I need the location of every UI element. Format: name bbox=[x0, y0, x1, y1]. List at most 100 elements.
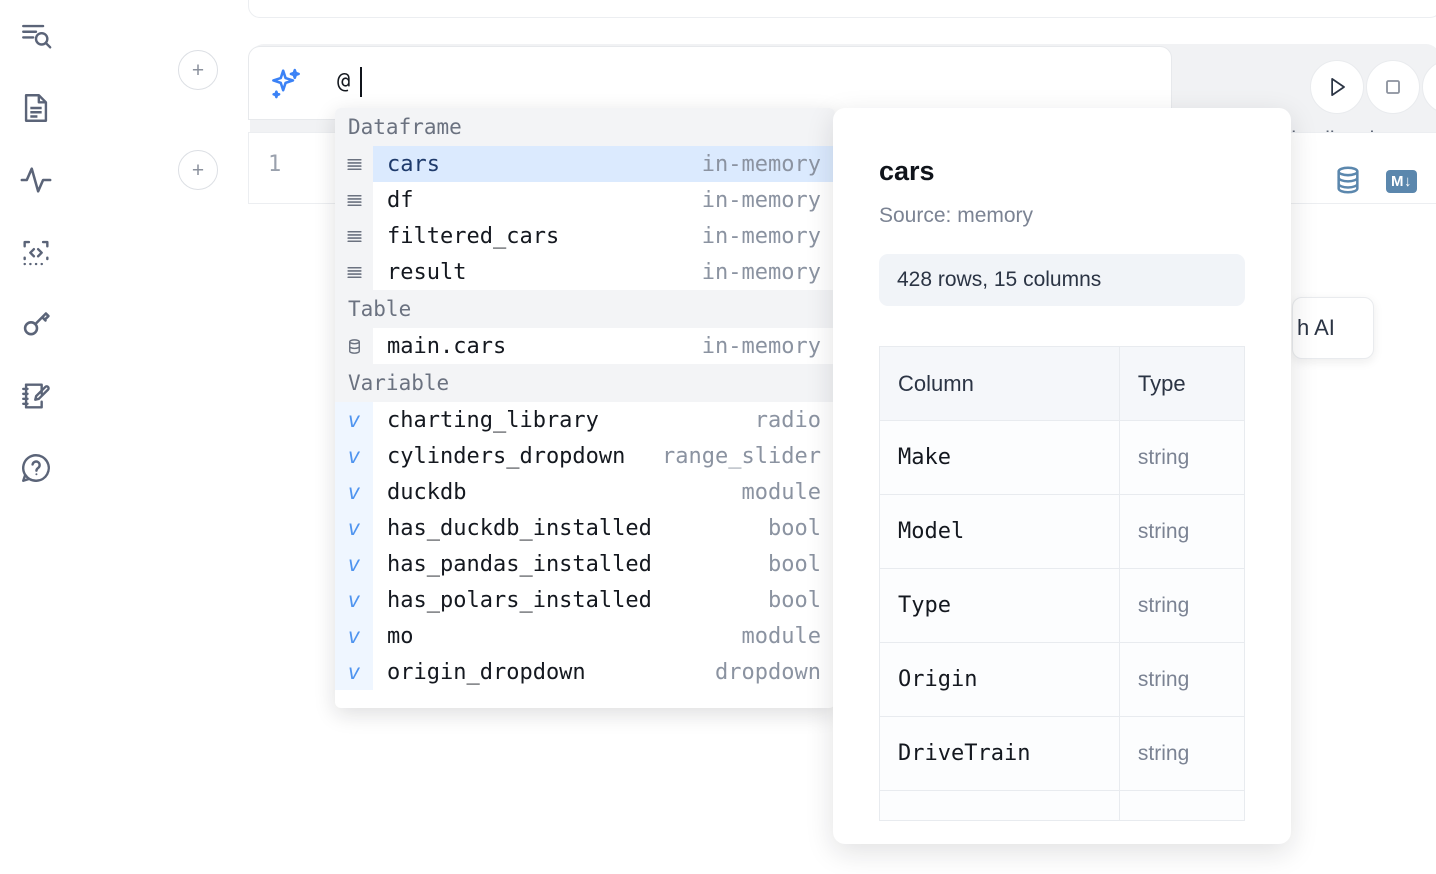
autocomplete-item-type: bool bbox=[768, 515, 821, 541]
autocomplete-item-name: has_pandas_installed bbox=[387, 551, 652, 577]
detail-column-name: DriveTrain bbox=[879, 716, 1120, 791]
autocomplete-item[interactable]: result in-memory bbox=[335, 254, 835, 290]
autocomplete-item-name: duckdb bbox=[387, 479, 467, 505]
ai-prompt-input[interactable]: @ bbox=[337, 69, 351, 94]
ai-action-tooltip[interactable]: h AI bbox=[1292, 297, 1374, 359]
autocomplete-item[interactable]: main.cars in-memory bbox=[335, 328, 835, 364]
autocomplete-item-type: module bbox=[741, 623, 821, 649]
detail-column-name: Make bbox=[879, 420, 1120, 495]
dataframe-icon bbox=[335, 218, 373, 254]
add-cell-above-button[interactable]: + bbox=[178, 50, 218, 90]
dataframe-detail-popover: cars Source: memory 428 rows, 15 columns… bbox=[833, 108, 1291, 844]
line-number: 1 bbox=[268, 152, 282, 177]
ai-sparkle-icon bbox=[269, 67, 303, 101]
autocomplete-item[interactable]: v cylinders_dropdown range_slider bbox=[335, 438, 835, 474]
autocomplete-item-name: cylinders_dropdown bbox=[387, 443, 626, 469]
variable-icon: v bbox=[335, 402, 373, 438]
detail-column-name: Origin bbox=[879, 642, 1120, 717]
autocomplete-item-type: bool bbox=[768, 587, 821, 613]
variable-icon: v bbox=[335, 510, 373, 546]
variable-icon: v bbox=[335, 654, 373, 690]
dataframe-icon bbox=[335, 146, 373, 182]
autocomplete-item-name: has_polars_installed bbox=[387, 587, 652, 613]
autocomplete-item-name: result bbox=[387, 259, 467, 285]
autocomplete-item-name: has_duckdb_installed bbox=[387, 515, 652, 541]
stop-button[interactable] bbox=[1366, 60, 1420, 114]
autocomplete-item-name: cars bbox=[387, 151, 440, 177]
autocomplete-item[interactable]: v has_pandas_installed bool bbox=[335, 546, 835, 582]
notebook-document-icon[interactable] bbox=[14, 86, 58, 130]
help-question-icon[interactable] bbox=[14, 446, 58, 490]
detail-column-name: Model bbox=[879, 494, 1120, 569]
autocomplete-section-header: Table bbox=[335, 290, 835, 328]
variable-icon: v bbox=[335, 438, 373, 474]
code-snippets-icon[interactable] bbox=[14, 230, 58, 274]
ai-prompt-bar[interactable]: @ bbox=[248, 46, 1172, 120]
variable-icon: v bbox=[335, 618, 373, 654]
secrets-key-icon[interactable] bbox=[14, 302, 58, 346]
autocomplete-item-type: in-memory bbox=[701, 259, 821, 285]
detail-shape-badge: 428 rows, 15 columns bbox=[879, 254, 1245, 306]
table-database-icon bbox=[335, 328, 373, 364]
table-header-row: Column Type bbox=[879, 346, 1246, 421]
autocomplete-item[interactable]: v has_duckdb_installed bool bbox=[335, 510, 835, 546]
prompt-toolbar bbox=[1172, 46, 1436, 120]
column-header-column: Column bbox=[879, 346, 1120, 421]
autocomplete-item[interactable]: df in-memory bbox=[335, 182, 835, 218]
variable-icon: v bbox=[335, 582, 373, 618]
autocomplete-item-type: in-memory bbox=[701, 187, 821, 213]
detail-source: Source: memory bbox=[879, 204, 1034, 227]
dataframe-icon bbox=[335, 254, 373, 290]
add-cell-below-button[interactable]: + bbox=[178, 150, 218, 190]
variable-icon: v bbox=[335, 474, 373, 510]
detail-column-type: string bbox=[1118, 568, 1246, 643]
database-icon[interactable] bbox=[1332, 164, 1364, 201]
table-row-clipped bbox=[879, 790, 1246, 821]
dataframe-icon bbox=[335, 182, 373, 218]
file-explorer-search-icon[interactable] bbox=[14, 14, 58, 58]
autocomplete-item-name: origin_dropdown bbox=[387, 659, 586, 685]
autocomplete-item-name: filtered_cars bbox=[387, 223, 560, 249]
autocomplete-item[interactable]: filtered_cars in-memory bbox=[335, 218, 835, 254]
activity-pulse-icon[interactable] bbox=[14, 158, 58, 202]
autocomplete-item-type: in-memory bbox=[701, 333, 821, 359]
autocomplete-item[interactable]: cars in-memory bbox=[335, 146, 835, 182]
autocomplete-item-name: charting_library bbox=[387, 407, 599, 433]
variable-icon: v bbox=[335, 546, 373, 582]
autocomplete-item[interactable]: v has_polars_installed bool bbox=[335, 582, 835, 618]
autocomplete-item-name: main.cars bbox=[387, 333, 507, 359]
autocomplete-item-name: df bbox=[387, 187, 414, 213]
sidebar-rail bbox=[0, 0, 72, 874]
run-button[interactable] bbox=[1310, 60, 1364, 114]
autocomplete-item-type: in-memory bbox=[701, 223, 821, 249]
autocomplete-item-type: in-memory bbox=[701, 151, 821, 177]
autocomplete-item-type: range_slider bbox=[662, 443, 821, 469]
notebook-panel-top-edge bbox=[248, 0, 1436, 18]
detail-column-type: string bbox=[1118, 494, 1246, 569]
autocomplete-section-header: Dataframe bbox=[335, 108, 835, 146]
detail-column-type: string bbox=[1118, 642, 1246, 717]
autocomplete-item-name: mo bbox=[387, 623, 414, 649]
autocomplete-item-type: bool bbox=[768, 551, 821, 577]
scratchpad-edit-icon[interactable] bbox=[14, 374, 58, 418]
markdown-badge[interactable]: M↓ bbox=[1386, 170, 1417, 193]
detail-title: cars bbox=[879, 156, 935, 186]
column-header-type: Type bbox=[1118, 346, 1246, 421]
detail-column-name: Type bbox=[879, 568, 1120, 643]
more-options-button[interactable] bbox=[1422, 60, 1436, 114]
detail-column-type: string bbox=[1118, 716, 1246, 791]
text-caret bbox=[360, 67, 362, 97]
autocomplete-item-type: module bbox=[741, 479, 821, 505]
